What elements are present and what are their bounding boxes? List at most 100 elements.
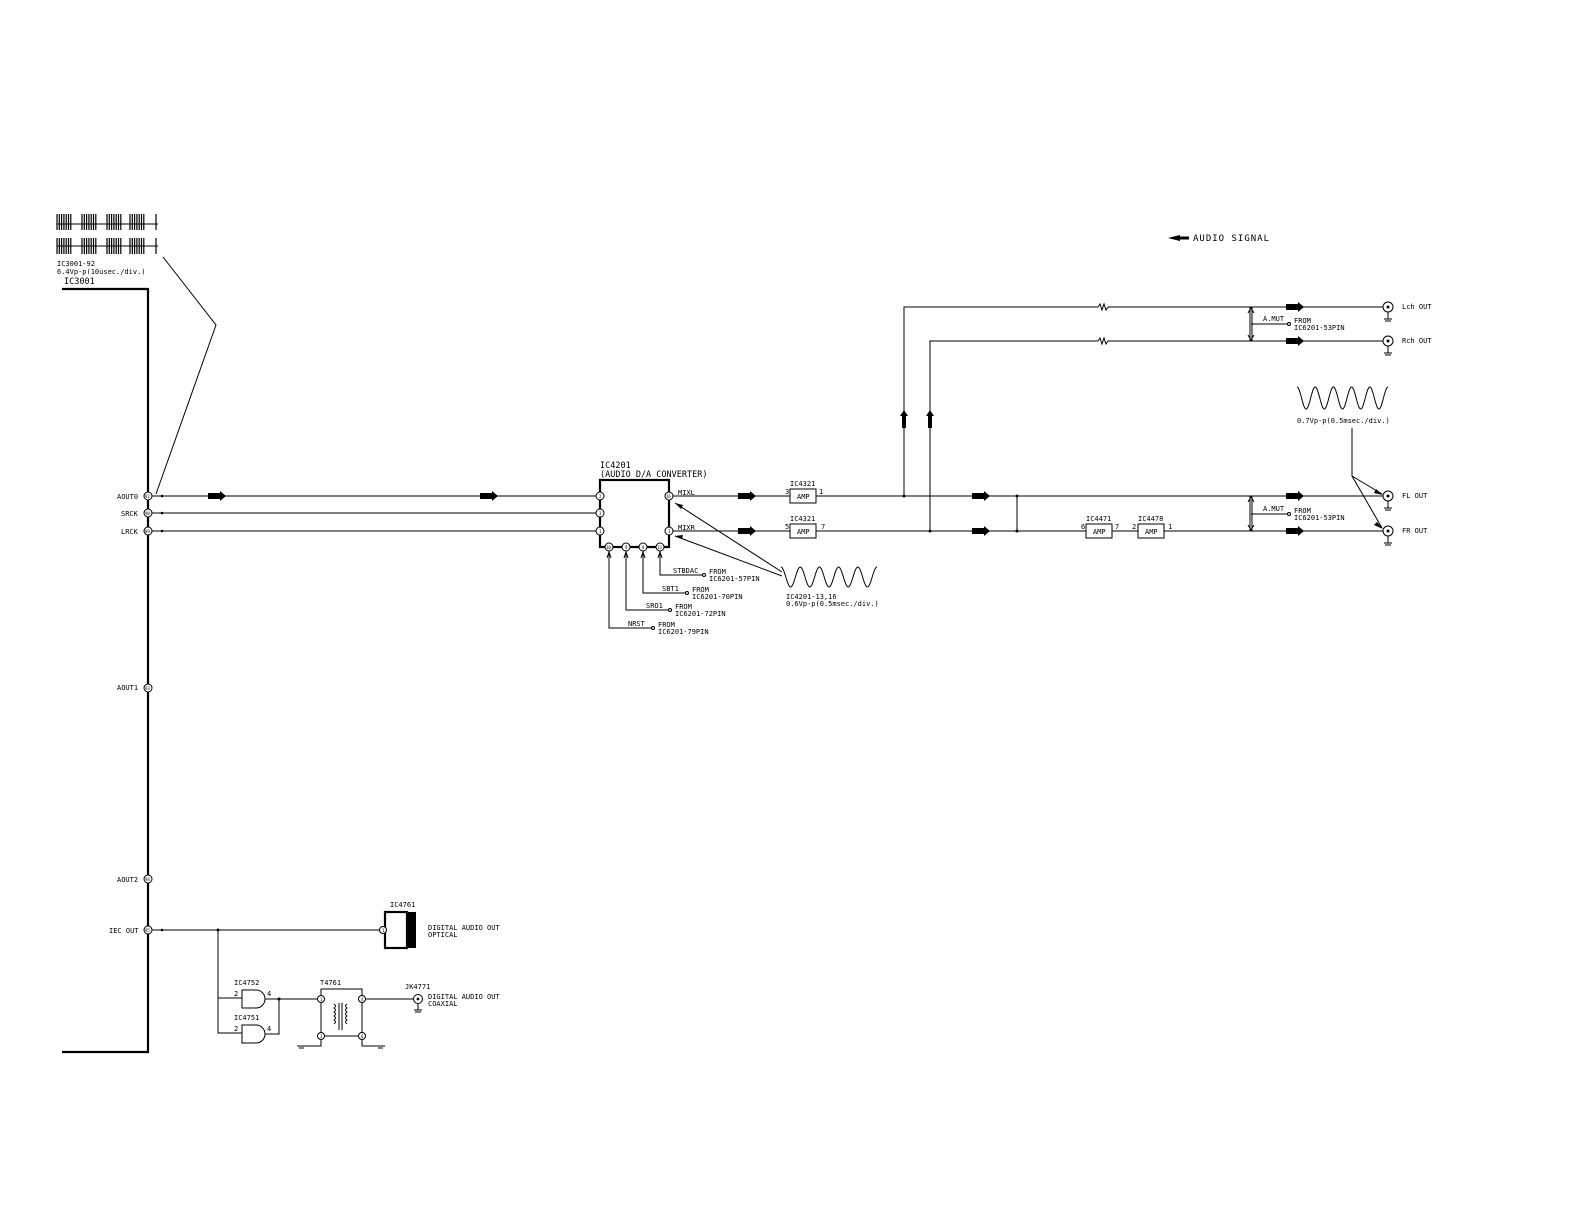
t4761-pin: 4 xyxy=(361,997,364,1002)
mute-top-from: FROM xyxy=(1294,317,1311,325)
amp-ic4478-out: 1 xyxy=(1168,523,1172,531)
jk4771-name: JK4771 xyxy=(405,983,430,991)
ic4201-waveform: IC4201-13,16 0.6Vp-p(0.5msec./div.) xyxy=(674,502,879,608)
ic4201-mixr-label: MIXR xyxy=(678,524,696,532)
amp-ic4321-top-label: AMP xyxy=(797,493,810,501)
ctrl-from: FROM xyxy=(692,586,709,594)
amp-ic4321-bot-label: AMP xyxy=(797,528,810,536)
amp-ic4471-out: 7 xyxy=(1115,523,1119,531)
pin-label-srck: SRCK xyxy=(121,510,139,518)
ctrl-signal-nrst: NRST xyxy=(628,620,646,628)
ic4201-function: (AUDIO D/A CONVERTER) xyxy=(600,470,707,480)
ic4201-ctrl-pin: 9 xyxy=(625,545,628,550)
ic4752-in: 2 xyxy=(234,990,238,998)
amp-ic4471-name: IC4471 xyxy=(1086,515,1111,523)
pin-num-aout2: 94 xyxy=(145,877,150,882)
pin-label-iec-out: IEC OUT xyxy=(109,927,139,935)
signal-arrow-icon xyxy=(1286,302,1304,312)
amp-ic4321-bot-name: IC4321 xyxy=(790,515,815,523)
t4761-pin: 3 xyxy=(320,1034,323,1039)
dac-input-wires xyxy=(152,491,596,533)
ic4201-ctrl-pin: 8 xyxy=(642,545,645,550)
mute-top: A.MUT FROM IC6201-53PIN xyxy=(1247,307,1345,341)
ic3001-waveform: IC3001-92 6.4Vp-p(10usec./div.) IC3001 xyxy=(56,214,158,287)
amp-ic4321-bot-out: 7 xyxy=(821,523,825,531)
t4761-pin: 6 xyxy=(361,1034,364,1039)
amp-ic4478-label: AMP xyxy=(1145,528,1158,536)
pin-label-aout2: AOUT2 xyxy=(117,876,138,884)
jack-fr: FR OUT xyxy=(1382,525,1428,546)
ic4201-ctrl-pin: 10 xyxy=(606,545,611,550)
output-waveform: 0.7Vp-p(0.5msec./div.) xyxy=(1296,386,1390,529)
ic4201-ctrl-pin: 13 xyxy=(657,545,662,550)
jack-rch: Rch OUT xyxy=(1382,335,1432,356)
amp-ic4471-in: 6 xyxy=(1081,523,1085,531)
amp-ic4321-top-in: 3 xyxy=(785,488,789,496)
ctrl-src-72: IC6201-72PIN xyxy=(675,610,726,618)
output-waveform-scale: 0.7Vp-p(0.5msec./div.) xyxy=(1297,417,1390,425)
ic4761-pin: 1 xyxy=(382,928,385,933)
ctrl-from: FROM xyxy=(658,621,675,629)
ctrl-signal-sro1: SRO1 xyxy=(646,602,663,610)
mute-bottom: A.MUT FROM IC6201-53PIN xyxy=(1247,496,1345,531)
amp-ic4471-label: AMP xyxy=(1093,528,1106,536)
ic4201-in-pin: 2 xyxy=(599,494,602,499)
mute-top-label: A.MUT xyxy=(1263,315,1285,323)
pin-label-aout1: AOUT1 xyxy=(117,684,138,692)
mute-bottom-label: A.MUT xyxy=(1263,505,1285,513)
pin-num-lrck: 89 xyxy=(145,529,150,534)
signal-arrow-icon xyxy=(972,526,990,536)
mute-bottom-from: FROM xyxy=(1294,507,1311,515)
ic3001-pins: AOUT0 92 SRCK 90 LRCK 89 AOUT1 93 AOUT2 … xyxy=(109,491,153,935)
signal-arrow-icon xyxy=(972,491,990,501)
signal-arrow-icon xyxy=(1286,491,1304,501)
t4761-name: T4761 xyxy=(320,979,341,987)
mute-bottom-src: IC6201-53PIN xyxy=(1294,514,1345,522)
digital-audio: IC4761 1 DIGITAL AUDIO OUT OPTICAL IC475… xyxy=(152,901,500,1049)
pin-num-aout0: 92 xyxy=(145,494,150,499)
ic4201-name: IC4201 xyxy=(600,461,631,471)
ic3001-outline xyxy=(62,287,150,1054)
jack-rch-label: Rch OUT xyxy=(1402,337,1432,345)
optical-label: DIGITAL AUDIO OUT xyxy=(428,924,500,932)
ic4201-in-pin: 1 xyxy=(599,529,602,534)
output-jacks: Lch OUT Rch OUT FL OUT FR OUT xyxy=(1382,301,1432,546)
mute-top-src: IC6201-53PIN xyxy=(1294,324,1345,332)
pin-label-lrck: LRCK xyxy=(121,528,139,536)
jack-lch: Lch OUT xyxy=(1382,301,1432,322)
amp-ic4478-name: IC4478 xyxy=(1138,515,1163,523)
ctrl-src-57: IC6201-57PIN xyxy=(709,575,760,583)
legend: AUDIO SIGNAL xyxy=(1168,234,1270,244)
ic4761-name: IC4761 xyxy=(390,901,415,909)
signal-arrow-icon xyxy=(738,526,756,536)
pin-num-iec-out: 95 xyxy=(145,928,150,933)
ic4201-out-pin-mixr: 1 xyxy=(668,529,671,534)
ic3001-waveform-scale: 6.4Vp-p(10usec./div.) xyxy=(57,268,146,276)
signal-arrow-icon xyxy=(926,410,934,428)
ic3001-waveform-ref: IC3001-92 xyxy=(57,260,95,268)
ctrl-src-70: IC6201-70PIN xyxy=(692,593,743,601)
ic4751-in: 2 xyxy=(234,1025,238,1033)
legend-arrow-icon xyxy=(1168,235,1189,241)
pin-num-srck: 90 xyxy=(145,511,150,516)
ic4752-name: IC4752 xyxy=(234,979,259,987)
t4761-pin: 1 xyxy=(320,997,323,1002)
ctrl-signal-stbdac: STBDAC xyxy=(673,567,698,575)
pin-label-aout0: AOUT0 xyxy=(117,493,138,501)
signal-arrow-icon xyxy=(480,491,498,501)
jack-fl: FL OUT xyxy=(1382,490,1428,511)
ic4751-out: 4 xyxy=(267,1025,271,1033)
ic4201-waveform-scale: 0.6Vp-p(0.5msec./div.) xyxy=(786,600,879,608)
amp-ic4321-top-out: 1 xyxy=(819,488,823,496)
ic4751-name: IC4751 xyxy=(234,1014,259,1022)
legend-label: AUDIO SIGNAL xyxy=(1193,234,1270,244)
ic4752-out: 4 xyxy=(267,990,271,998)
jack-lch-label: Lch OUT xyxy=(1402,303,1432,311)
ic3001-name: IC3001 xyxy=(64,277,95,287)
ctrl-src-79: IC6201-79PIN xyxy=(658,628,709,636)
coax-label: DIGITAL AUDIO OUT xyxy=(428,993,500,1001)
ic4201-control-lines: STBDAC FROM IC6201-57PIN SBT1 FROM IC620… xyxy=(606,550,760,636)
amp-ic4321-bot-in: 5 xyxy=(785,523,789,531)
signal-arrow-icon xyxy=(738,491,756,501)
